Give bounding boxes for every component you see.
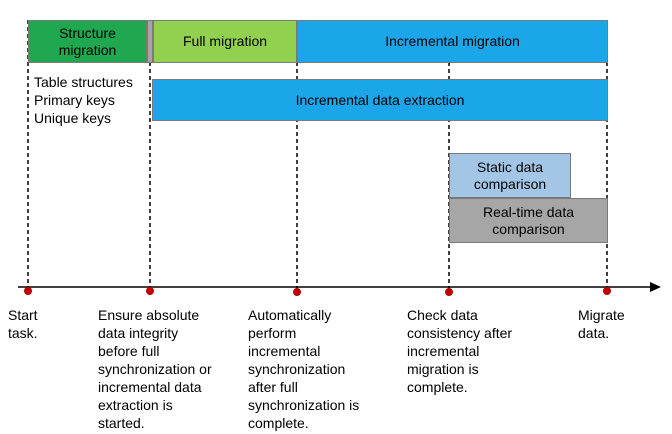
phase-gap [147, 20, 153, 63]
static-comparison-box: Static data comparison [449, 153, 571, 198]
milestone-label-start: Start task. [8, 307, 38, 341]
phase-incremental-label: Incremental migration [385, 33, 520, 49]
structure-items: Table structures Primary keys Unique key… [34, 74, 133, 126]
realtime-comparison-label: Real-time data comparison [482, 203, 575, 237]
milestone-label-migrate: Migrate data. [578, 307, 625, 341]
milestone-label-integrity: Ensure absolute data integrity before fu… [98, 307, 212, 431]
milestone-label-incremental: Automatically perform incremental synchr… [248, 307, 360, 431]
milestone-label-check: Check data consistency after incremental… [407, 307, 513, 395]
phase-structure-migration: Structure migration [28, 20, 147, 63]
static-comparison-label: Static data comparison [473, 158, 547, 192]
milestone-dot-check [445, 288, 453, 296]
phase-incremental-migration: Incremental migration [297, 20, 608, 63]
milestone-dot-migrate [603, 287, 611, 295]
phase-full-migration: Full migration [153, 20, 297, 63]
incremental-extraction-bar: Incremental data extraction [152, 79, 608, 121]
incremental-extraction-label: Incremental data extraction [295, 91, 465, 108]
milestone-dot-incremental [293, 288, 301, 296]
milestone-dot-start [24, 287, 32, 295]
realtime-comparison-box: Real-time data comparison [449, 198, 608, 243]
time-axis-arrow [650, 282, 661, 292]
phase-full-label: Full migration [182, 33, 268, 49]
milestone-dot-integrity [146, 287, 154, 295]
phase-structure-label: Structure migration [58, 24, 117, 58]
